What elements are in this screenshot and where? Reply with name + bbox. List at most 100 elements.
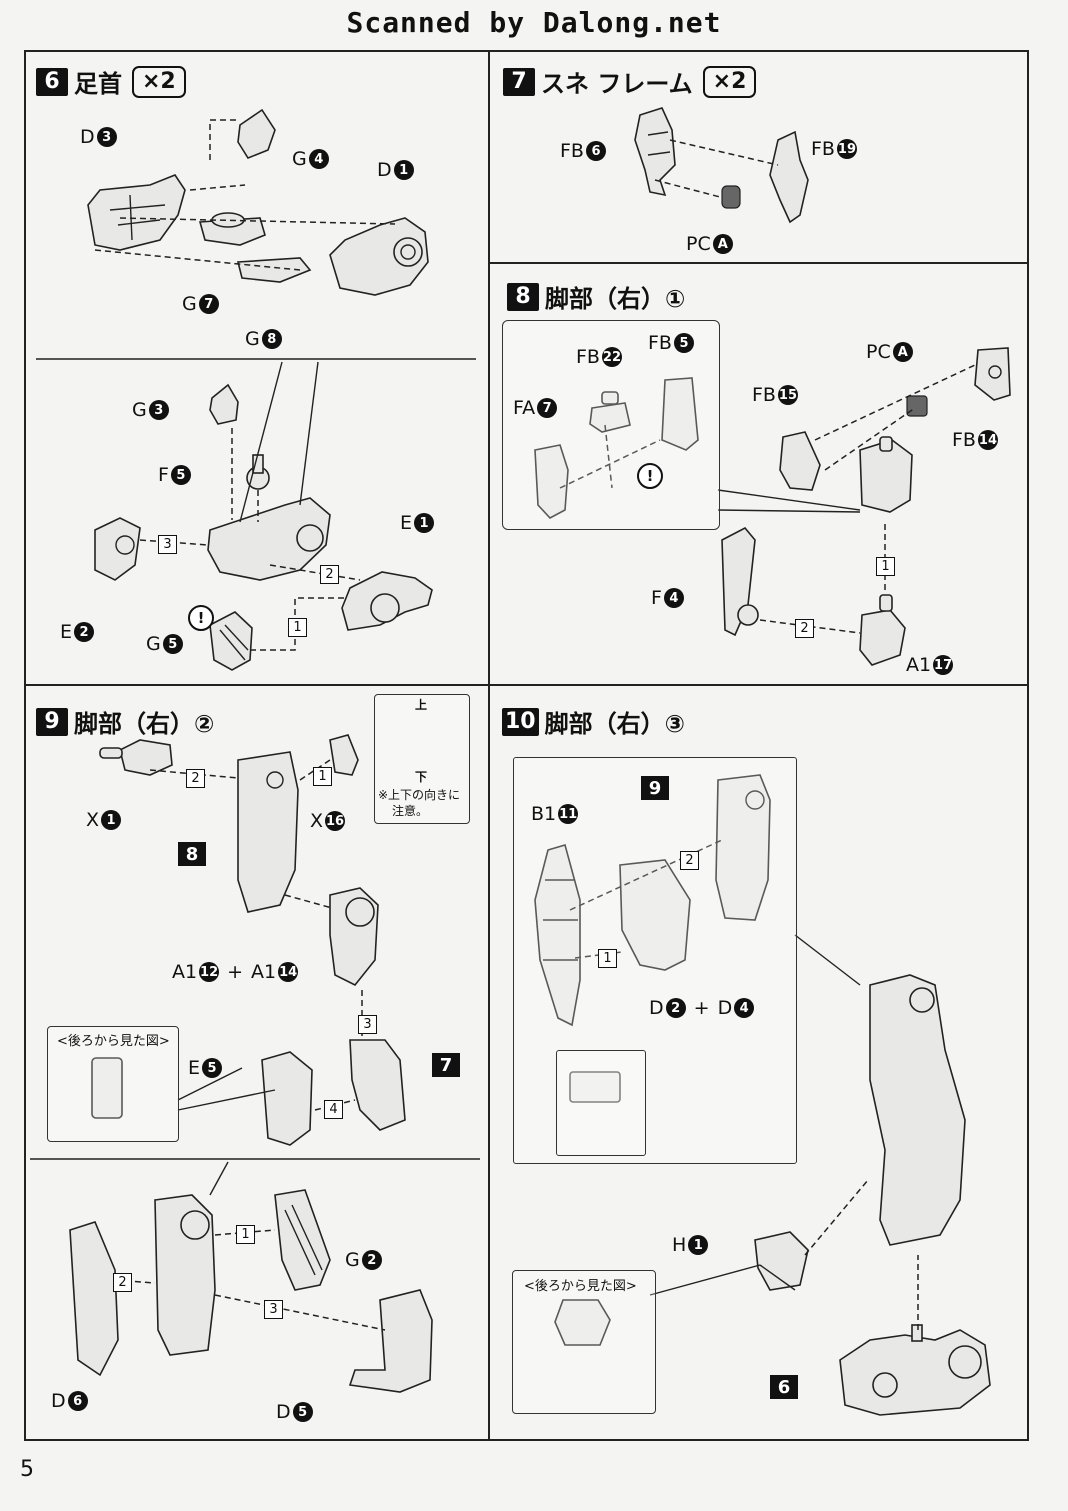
part-number-badge: 5: [170, 465, 191, 485]
divider-vertical: [488, 50, 490, 1441]
rear-view-inset: [512, 1270, 656, 1414]
part-number-badge: 6: [67, 1391, 88, 1411]
sequence-marker: 1: [598, 949, 617, 968]
step-number: 9: [36, 707, 68, 736]
part-number-badge: 22: [601, 347, 622, 367]
part-number-badge: 1: [393, 160, 414, 180]
part-number-badge: 5: [162, 634, 183, 654]
step-8-heading: 8 脚部（右）①: [507, 279, 685, 314]
note-text-line2: 注意。: [392, 804, 429, 818]
inset-caption: <後ろから見た図>: [57, 1034, 170, 1049]
part-number-badge: 6: [585, 141, 606, 161]
scan-watermark: Scanned by Dalong.net: [346, 6, 722, 39]
step-number: 6: [36, 67, 68, 96]
part-number-badge: 5: [673, 333, 694, 353]
note-text-line1: ※上下の向きに: [378, 788, 461, 802]
part-number-badge: A: [712, 234, 733, 254]
part-number-badge: 1: [688, 1235, 709, 1255]
inset-caption: <後ろから見た図>: [524, 1279, 637, 1294]
part-number-badge: 7: [198, 294, 219, 314]
part-number-badge: 17: [933, 655, 954, 675]
note-down-label: 下: [415, 770, 428, 784]
step-title: 足首: [74, 70, 122, 98]
part-number-badge: A: [892, 342, 913, 362]
part-number-badge: 1: [101, 810, 122, 830]
step-7-heading: 7 スネ フレーム ×2: [503, 64, 757, 99]
caution-icon: !: [188, 605, 214, 631]
step-title: 脚部（右）①: [545, 285, 686, 313]
part-number-badge: 11: [558, 804, 579, 824]
part-number-badge: 1: [414, 513, 435, 533]
sequence-marker: 3: [358, 1015, 377, 1034]
part-number-badge: 3: [148, 400, 169, 420]
part-number-badge: 2: [665, 998, 686, 1018]
assembly-ref-7: 7: [432, 1053, 460, 1077]
part-number-badge: 5: [292, 1402, 313, 1422]
divider-top: [488, 262, 1029, 264]
instruction-frame: [24, 50, 1029, 1441]
part-number-badge: 19: [836, 139, 857, 159]
sequence-marker: 2: [680, 851, 699, 870]
part-number-badge: 4: [308, 149, 329, 169]
part-number-badge: 7: [537, 398, 558, 418]
part-number-badge: 5: [202, 1058, 223, 1078]
sequence-marker: 1: [236, 1225, 255, 1244]
quantity-badge: ×2: [132, 65, 186, 98]
sequence-marker: 4: [324, 1100, 343, 1119]
sequence-marker: 2: [113, 1273, 132, 1292]
part-number-badge: 4: [663, 588, 684, 608]
step-title: スネ フレーム: [541, 70, 693, 98]
part-number-badge: 15: [777, 385, 798, 405]
part-number-badge: 3: [96, 127, 117, 147]
part-number-badge: 16: [325, 811, 346, 831]
step-title: 脚部（右）③: [544, 710, 685, 738]
part-number-badge: 2: [361, 1250, 382, 1270]
sequence-marker: 2: [186, 769, 205, 788]
step-10-heading: 10 脚部（右）③: [502, 704, 685, 739]
sequence-marker: 2: [795, 619, 814, 638]
rear-view-inset: [47, 1026, 179, 1142]
assembly-ref-9: 9: [641, 776, 669, 800]
divider-step6-inner: [36, 358, 476, 360]
part-number-badge: 14: [977, 430, 998, 450]
divider-middle: [24, 684, 1029, 686]
sub-assembly-panel: [513, 757, 797, 1164]
part-number-badge: 8: [261, 329, 282, 349]
note-up-label: 上: [415, 698, 428, 712]
part-number-badge: 14: [278, 962, 299, 982]
sequence-marker: 3: [264, 1300, 283, 1319]
sequence-marker: 3: [158, 535, 177, 554]
sequence-marker: 1: [876, 557, 895, 576]
step-number: 10: [502, 707, 539, 736]
orientation-note: [374, 694, 470, 824]
step-number: 7: [503, 67, 535, 96]
quantity-badge: ×2: [702, 65, 757, 98]
step-6-heading: 6 足首 ×2: [36, 64, 186, 99]
divider-step9-inner: [30, 1158, 480, 1160]
